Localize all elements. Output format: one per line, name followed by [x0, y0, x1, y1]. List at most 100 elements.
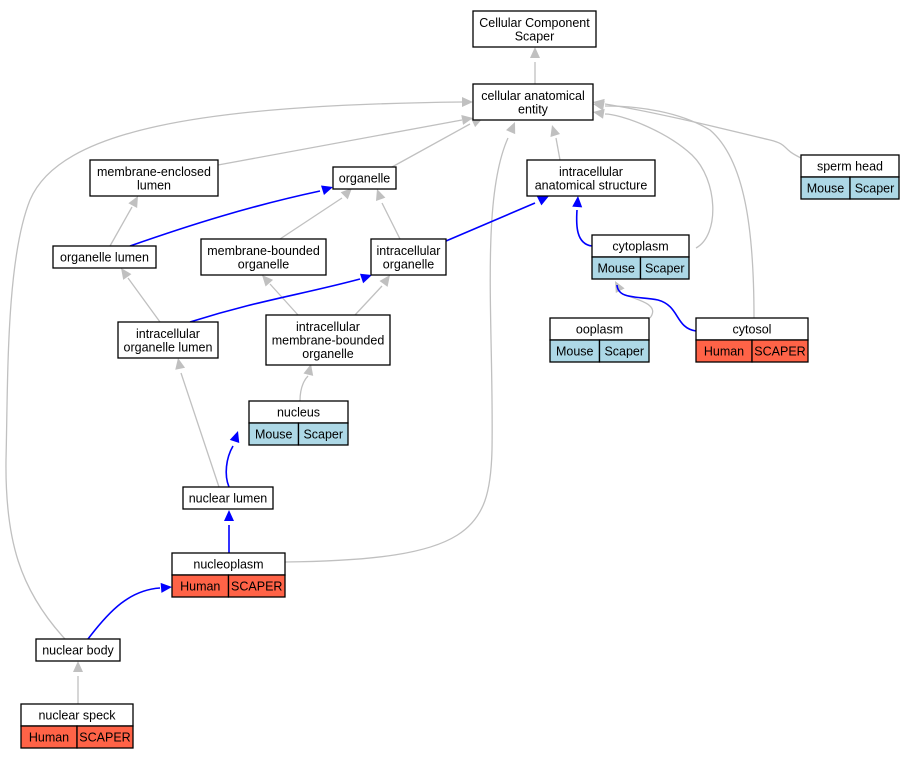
- arrowhead-gray: [175, 358, 186, 370]
- node-label: membrane-bounded: [207, 244, 320, 258]
- badge-cell: [76, 725, 134, 749]
- arrowhead-gray: [593, 108, 605, 119]
- node-box: [52, 245, 157, 269]
- node-nbody[interactable]: nuclear body: [35, 638, 121, 662]
- edge-gray: [381, 202, 401, 240]
- arrowhead-blue: [224, 510, 234, 521]
- node-box: [182, 486, 274, 510]
- node-label: intracellular: [136, 327, 200, 341]
- node-box: [332, 166, 397, 190]
- edge-gray: [269, 283, 299, 316]
- node-box: [265, 314, 391, 366]
- edge-gray: [555, 137, 561, 161]
- node-box: [472, 83, 594, 121]
- node-box: [117, 321, 219, 359]
- edge-gray: [604, 105, 755, 319]
- edges-layer: [5, 47, 802, 704]
- edge-gray: [284, 137, 509, 563]
- badge-source: Scaper: [855, 182, 895, 196]
- arrowhead-gray: [550, 125, 561, 137]
- node-label: lumen: [137, 178, 171, 192]
- arrowhead-blue: [160, 582, 172, 593]
- arrowhead-gray: [303, 364, 314, 376]
- edge-gray: [217, 119, 463, 166]
- node-label: membrane-bounded: [272, 334, 385, 348]
- node-label: cytosol: [733, 323, 772, 337]
- badge-cell: [639, 256, 690, 280]
- badge-organism: Human: [704, 345, 744, 359]
- node-label: organelle: [339, 172, 390, 186]
- edge-gray: [604, 113, 714, 249]
- arrowhead-gray: [593, 98, 605, 109]
- badge-source: SCAPER: [79, 731, 130, 745]
- edge-gray: [180, 372, 220, 488]
- arrowhead-gray: [461, 115, 473, 125]
- arrowhead-gray: [121, 268, 132, 280]
- node-label: cellular anatomical: [481, 89, 585, 103]
- edge-blue: [616, 284, 697, 332]
- arrowhead-blue: [536, 196, 549, 206]
- edge-blue: [129, 190, 321, 247]
- arrowhead-blue: [229, 431, 240, 444]
- arrowhead-gray: [375, 189, 386, 202]
- node-label: intracellular: [559, 165, 623, 179]
- arrowhead-gray: [462, 97, 473, 107]
- arrowhead-blue: [572, 196, 583, 208]
- badge-cell: [227, 574, 286, 598]
- node-label: nuclear lumen: [189, 492, 268, 506]
- node-label: Cellular Component: [479, 16, 590, 30]
- node-label: nuclear speck: [38, 709, 116, 723]
- arrowhead-blue: [359, 273, 372, 284]
- node-nlum[interactable]: nuclear lumen: [182, 486, 274, 510]
- arrowhead-gray: [530, 47, 540, 58]
- node-label: organelle lumen: [124, 340, 213, 354]
- edge-gray: [604, 103, 802, 159]
- edge-gray: [109, 206, 133, 247]
- edge-gray: [391, 123, 471, 168]
- badge-organism: Mouse: [807, 182, 845, 196]
- edge-blue: [445, 202, 536, 242]
- badge-source: Scaper: [604, 345, 644, 359]
- node-label: intracellular: [377, 244, 441, 258]
- node-label: organelle: [383, 257, 434, 271]
- edge-gray: [127, 277, 161, 323]
- edge-gray: [299, 375, 309, 402]
- node-org[interactable]: organelle: [332, 166, 397, 190]
- node-box: [89, 159, 219, 197]
- arrowhead-gray: [615, 281, 625, 294]
- node-box: [370, 238, 447, 276]
- badge-source: SCAPER: [754, 345, 805, 359]
- node-box: [200, 238, 327, 276]
- badge-organism: Mouse: [556, 345, 594, 359]
- edge-blue: [189, 278, 361, 323]
- edge-blue: [87, 587, 161, 640]
- badge-source: Scaper: [303, 428, 343, 442]
- node-orgl[interactable]: organelle lumen: [52, 245, 157, 269]
- node-label: intracellular: [296, 320, 360, 334]
- badge-cell: [849, 176, 900, 200]
- arrowhead-gray: [506, 122, 516, 135]
- node-label: organelle: [302, 347, 353, 361]
- badge-cell: [751, 339, 809, 363]
- arrowhead-gray: [128, 196, 138, 209]
- badge-organism: Human: [180, 580, 220, 594]
- badge-cell: [297, 422, 349, 446]
- node-label: Scaper: [515, 29, 555, 43]
